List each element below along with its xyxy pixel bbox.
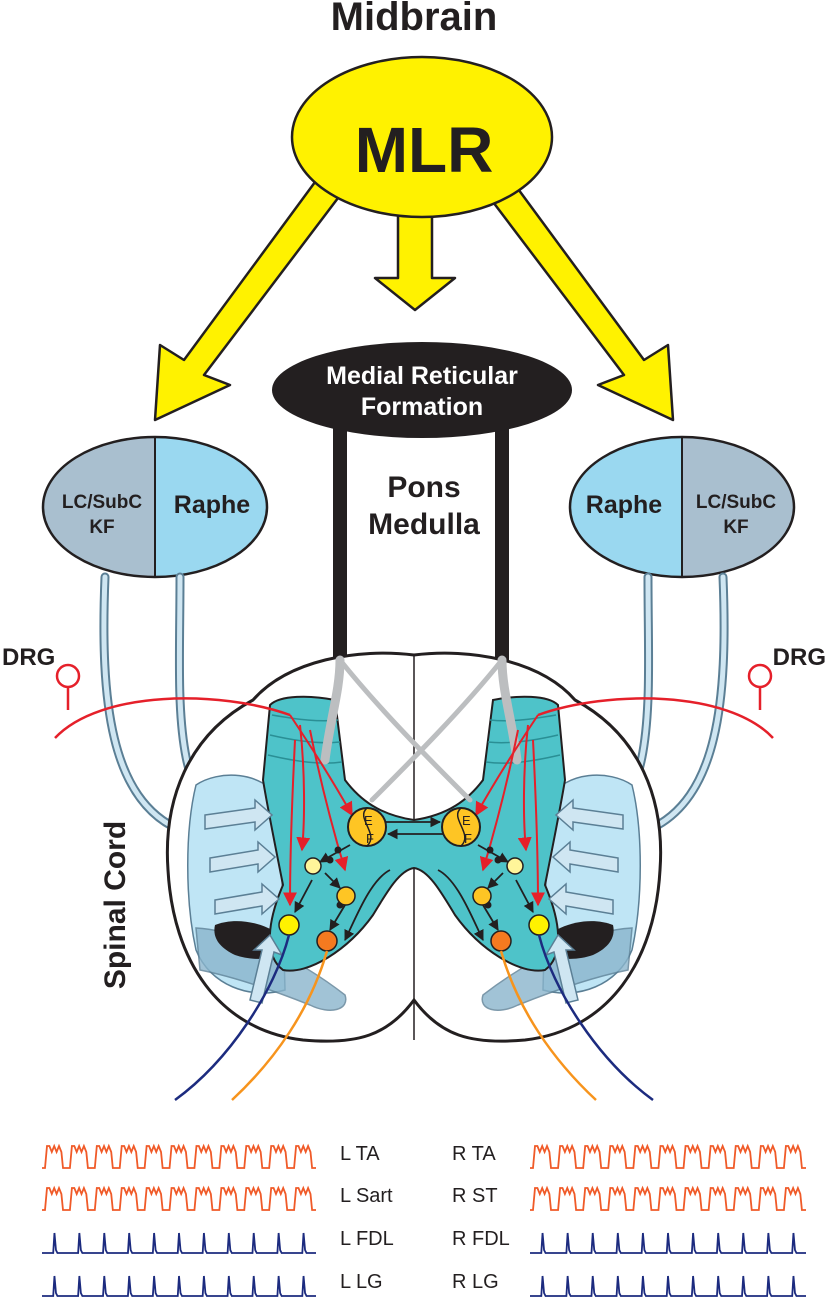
right-emg-trace-4 bbox=[530, 1275, 806, 1297]
left-emg-trace-1 bbox=[42, 1143, 316, 1169]
emg-traces bbox=[42, 1143, 806, 1297]
drg-afferents bbox=[54, 686, 774, 739]
medulla-label: Medulla bbox=[368, 508, 480, 541]
left-emg-trace-3 bbox=[42, 1232, 316, 1254]
motor-axons bbox=[174, 934, 654, 1102]
drg-left-label: DRG bbox=[2, 644, 55, 671]
emg-label-l-sart: L Sart bbox=[340, 1185, 393, 1207]
mlr-label: MLR bbox=[355, 114, 494, 186]
mlr-nucleus bbox=[290, 55, 554, 219]
mlr-left-arrow bbox=[153, 176, 340, 422]
mlr-projections bbox=[153, 176, 675, 422]
left-raphe-label: Raphe bbox=[174, 491, 251, 519]
pons-label: Pons bbox=[387, 471, 460, 504]
left-emg-trace-2 bbox=[42, 1185, 316, 1211]
right-raphe-label: Raphe bbox=[586, 491, 663, 519]
interneuron-connections bbox=[294, 816, 534, 941]
left-lc-label-line2: KF bbox=[89, 517, 114, 538]
left-lc-label-line1: LC/SubC bbox=[62, 492, 142, 513]
reticulospinal-tracts bbox=[333, 425, 509, 660]
left-cpg-extensor-label: E bbox=[364, 813, 373, 828]
left-cpg-flexor-label: F bbox=[366, 831, 374, 846]
left-emg-trace-4 bbox=[42, 1275, 316, 1297]
mlr-center-arrow bbox=[373, 203, 457, 312]
emg-label-l-fdl: L FDL bbox=[340, 1228, 394, 1250]
drg-cell-bodies bbox=[55, 663, 773, 689]
right-emg-trace-1 bbox=[530, 1143, 806, 1169]
right-cpg-flexor-label: F bbox=[464, 831, 472, 846]
right-emg-trace-3 bbox=[530, 1232, 806, 1254]
emg-label-r-fdl: R FDL bbox=[452, 1228, 510, 1250]
medial-reticular-formation bbox=[272, 342, 572, 438]
drg-right-label: DRG bbox=[773, 644, 826, 671]
mrf-label-line2: Formation bbox=[361, 393, 483, 421]
mrf-label-line1: Medial Reticular bbox=[326, 362, 518, 390]
midbrain-title: Midbrain bbox=[331, 0, 498, 39]
emg-label-r-ta: R TA bbox=[452, 1143, 496, 1165]
emg-label-l-ta: L TA bbox=[340, 1143, 380, 1165]
left-half-center-cpg bbox=[347, 807, 387, 847]
right-emg-trace-2 bbox=[530, 1185, 806, 1211]
mlr-right-arrow bbox=[488, 176, 675, 422]
right-cpg-extensor-label: E bbox=[462, 813, 471, 828]
right-lc-label-line2: KF bbox=[723, 517, 748, 538]
interneurons bbox=[304, 857, 524, 906]
right-lc-label-line1: LC/SubC bbox=[696, 492, 776, 513]
emg-label-r-st: R ST bbox=[452, 1185, 498, 1207]
emg-label-l-lg: L LG bbox=[340, 1271, 383, 1293]
monoaminergic-terminal-arrows bbox=[204, 798, 624, 1004]
emg-label-r-lg: R LG bbox=[452, 1271, 499, 1293]
right-half-center-cpg bbox=[441, 807, 481, 847]
afferent-branches bbox=[283, 714, 545, 907]
spinal-cord-label: Spinal Cord bbox=[99, 821, 132, 989]
